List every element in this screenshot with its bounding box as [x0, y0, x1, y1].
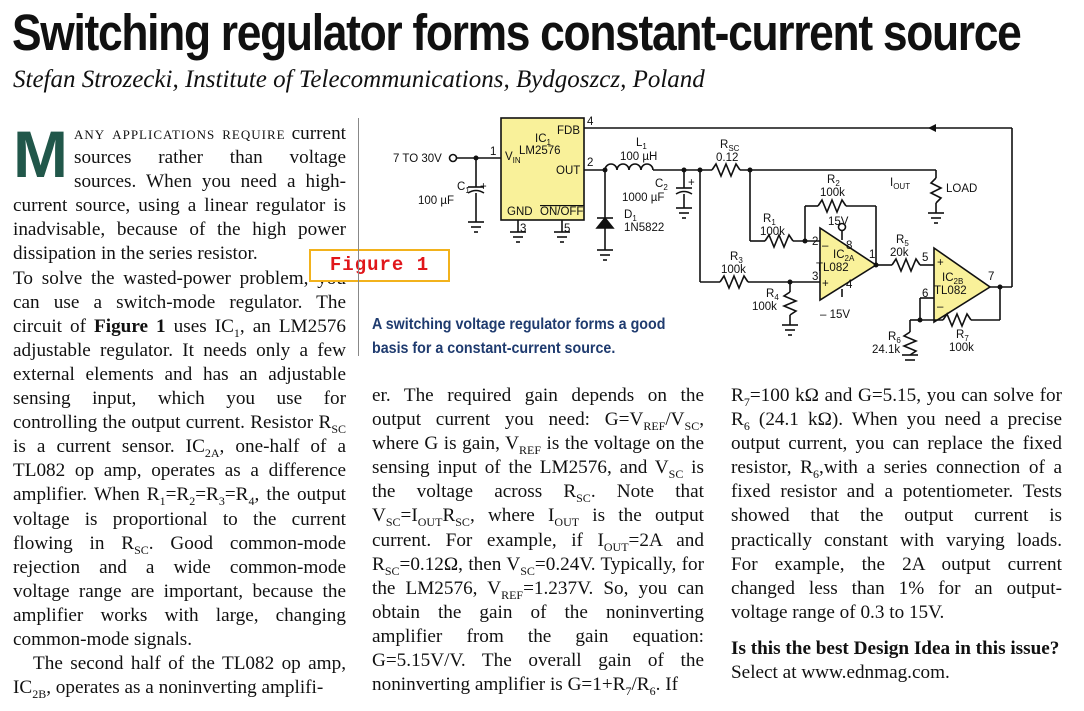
ic2a-plus: +	[822, 278, 829, 290]
ic1-pin-gnd: GND	[507, 206, 533, 218]
r4-value: 100k	[752, 301, 777, 313]
ic1-pin-onoff: ON/OFF	[540, 206, 583, 218]
ic2a-part: TL082	[816, 262, 849, 274]
d1-label: D1	[624, 209, 637, 223]
figure-caption: A switching voltage regulator forms a go…	[372, 313, 692, 361]
circuit-schematic: 7 TO 30V C1 100 µF + IC1 LM2576 FDB VIN …	[393, 116, 1013, 361]
pin-number: 5	[922, 252, 928, 264]
text-column-2: er. The required gain depends on the out…	[372, 385, 705, 698]
l1-value: 100 µH	[620, 151, 657, 163]
r1-value: 100k	[760, 226, 785, 238]
c2-label: C2	[655, 178, 668, 192]
r6-value: 24.1k	[872, 344, 900, 356]
r5-value: 20k	[890, 247, 909, 259]
pin-number: 3	[520, 223, 526, 235]
c2-value: 1000 µF	[622, 192, 664, 204]
pin-number: 3	[812, 271, 818, 283]
ic2b-label: IC2B	[942, 272, 963, 286]
r4-label: R4	[766, 288, 779, 302]
r3-label: R3	[730, 251, 743, 265]
rsc-label: RSC	[720, 139, 740, 153]
ic2b-minus: –	[937, 301, 944, 313]
l1-label: L1	[636, 137, 647, 151]
r1-label: R1	[763, 213, 776, 227]
pin-number: 6	[922, 288, 928, 300]
pin-number: 1	[490, 146, 496, 158]
ic1-part: LM2576	[519, 145, 561, 157]
ic2a-label: IC2A	[833, 249, 855, 263]
closing-link-text: Select at www.ednmag.com.	[731, 662, 950, 684]
iout-label: IOUT	[890, 177, 910, 191]
article-title: Switching regulator forms constant-curre…	[12, 4, 1022, 61]
ic1-pin-out: OUT	[556, 165, 580, 177]
caption-line: basis for a constant-current source.	[372, 340, 616, 357]
pin-number: 2	[587, 157, 593, 169]
pin-number: 4	[846, 279, 853, 291]
ic2b-plus: +	[937, 257, 944, 269]
ic1-label: IC1	[535, 133, 552, 147]
c1-label: C1	[457, 181, 470, 195]
vpos-label: 15V	[828, 216, 849, 228]
pin-number: 5	[564, 223, 570, 235]
c1-value: 100 µF	[418, 195, 454, 207]
text-column-3: R7=100 kΩ and G=5.15, you can solve for …	[731, 385, 1063, 684]
pin-number: 2	[812, 236, 818, 248]
r3-value: 100k	[721, 264, 746, 276]
r7-label: R7	[956, 329, 969, 343]
ic1-pin-fdb: FDB	[557, 125, 580, 137]
figure-tag: Figure 1	[309, 249, 450, 282]
byline: Stefan Strozecki, Institute of Telecommu…	[13, 66, 705, 93]
column-divider	[358, 118, 359, 356]
c2-plus: +	[688, 177, 695, 189]
ic2a-minus: –	[822, 240, 829, 252]
ic2b-part: TL082	[934, 285, 967, 297]
r2-label: R2	[827, 174, 840, 188]
closing-question: Is this the best Design Idea in this iss…	[731, 637, 1060, 659]
r7-value: 100k	[949, 342, 974, 354]
r6-label: R6	[888, 331, 901, 345]
pin-number: 1	[869, 249, 875, 261]
pin-number: 4	[587, 116, 594, 128]
load-label: LOAD	[946, 183, 977, 195]
d1-value: 1N5822	[624, 222, 664, 234]
c1-plus: +	[480, 181, 487, 193]
vneg-label: – 15V	[820, 309, 850, 321]
rsc-value: 0.12	[716, 152, 738, 164]
r2-value: 100k	[820, 187, 845, 199]
input-voltage-label: 7 TO 30V	[393, 153, 442, 165]
caption-line: A switching voltage regulator forms a go…	[372, 316, 666, 333]
ic1-pin-vin: VIN	[505, 151, 521, 165]
pin-number: 7	[988, 271, 994, 283]
r5-label: R5	[896, 234, 909, 248]
pin-number: 8	[846, 240, 852, 252]
